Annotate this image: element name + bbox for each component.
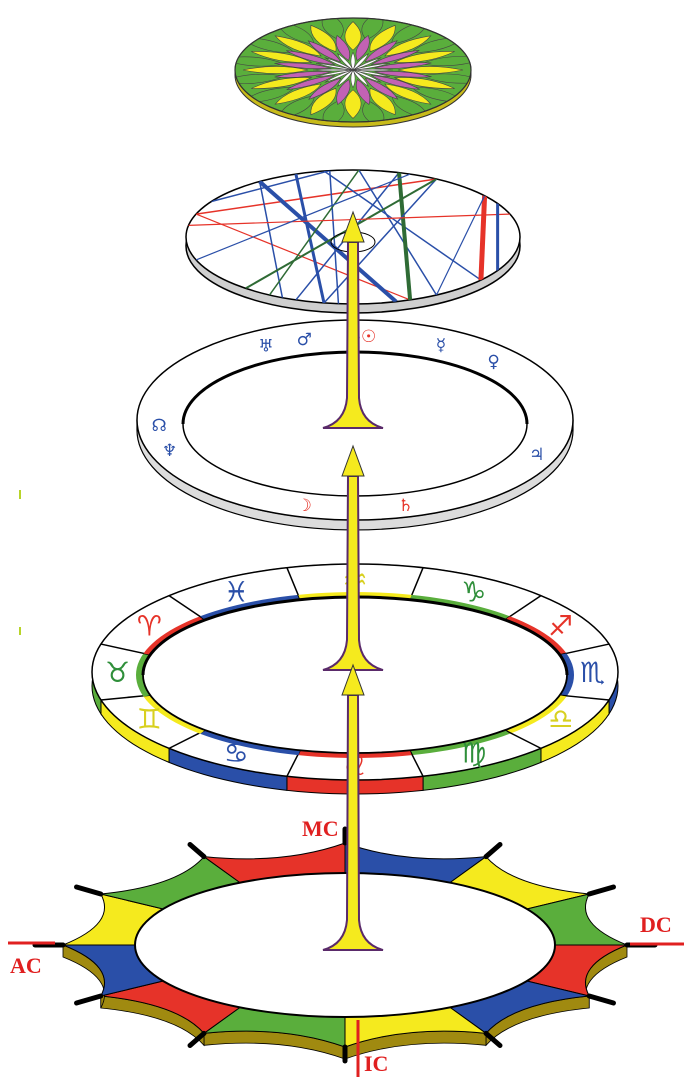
planet-glyph: ♀	[487, 352, 499, 372]
planet-glyph: ☊	[152, 416, 167, 436]
zodiac-glyph: ♉	[105, 656, 130, 689]
planet-glyph: ♄	[398, 496, 413, 516]
ic-label: IC	[364, 1051, 388, 1076]
zodiac-glyph: ♐	[548, 610, 573, 643]
house-cusp	[77, 996, 101, 1003]
zodiac-glyph: ♓	[224, 575, 249, 608]
ac-label: AC	[10, 953, 42, 978]
margin-mark	[19, 490, 21, 499]
planet-glyph: ♂	[297, 330, 312, 350]
zodiac-glyph: ♑	[461, 575, 486, 608]
margin-mark	[19, 627, 21, 635]
planet-glyph: ☽	[297, 496, 312, 516]
house-cusp	[486, 845, 500, 857]
planet-glyph: ☿	[436, 336, 446, 356]
planet-glyph: ♅	[258, 336, 273, 356]
planet-glyph: ♆	[162, 441, 177, 461]
house-cusp	[589, 996, 613, 1003]
rosette-disk	[220, 12, 485, 129]
zodiac-glyph: ♊	[137, 703, 162, 736]
house-cusp	[77, 887, 101, 894]
mc-label: MC	[302, 816, 339, 841]
zodiac-glyph: ♏	[580, 656, 605, 689]
dc-label: DC	[640, 912, 672, 937]
zodiac-glyph: ♎	[548, 703, 573, 736]
planet-glyph: ♃	[529, 445, 544, 465]
house-cusp	[190, 845, 204, 857]
zodiac-glyph: ♈	[137, 610, 162, 643]
house-cusp	[589, 887, 613, 894]
rosette-petals	[220, 12, 485, 129]
planet-glyph: ☉	[361, 327, 376, 347]
